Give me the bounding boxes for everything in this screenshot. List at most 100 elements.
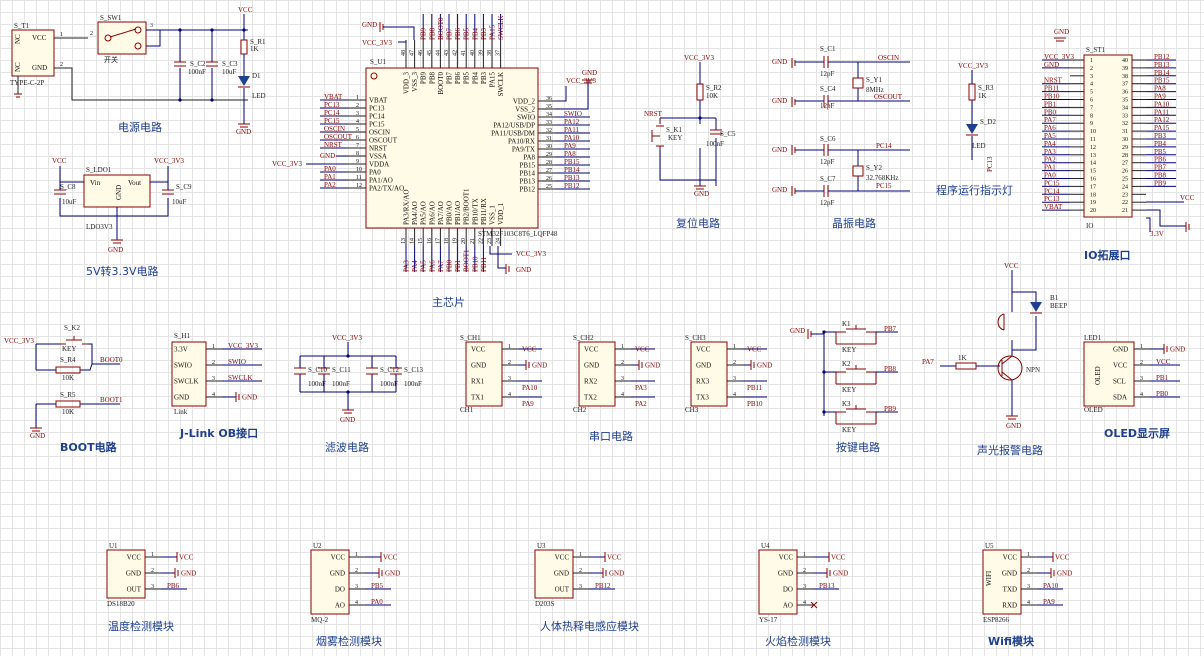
mcu-pin-label: VSS_1 (489, 205, 497, 225)
module-body (106, 549, 146, 599)
c9-designator: S_C9 (176, 183, 192, 191)
net-pc15: PC15 (876, 182, 892, 190)
module-body-label: WIFI (985, 570, 993, 586)
mcu-pin-label: VDDA (369, 161, 389, 169)
mcu-pin-label: PA12/USB/DP (493, 122, 535, 130)
caption-boot: BOOT电路 (60, 440, 118, 454)
module-pin-label: GND (778, 570, 793, 578)
r3-body (968, 83, 976, 101)
io-net-label: NRST (1044, 77, 1063, 85)
io-net-label: GND (1044, 61, 1059, 69)
r5-value: 10K (62, 408, 74, 416)
io-pin-number: 15 (1090, 169, 1096, 175)
mcu-pin-number: 25 (546, 184, 552, 190)
reset-gnd-symbol (694, 185, 706, 190)
jlink-pin-number: 2 (212, 360, 215, 366)
module-net-label: PB12 (595, 582, 611, 590)
mcu-pin-label: PA6/AO (428, 201, 436, 225)
mcu-pin-label: PB8 (428, 72, 436, 85)
filter-cap-value: 100nF (404, 380, 422, 388)
filter-cap-symbol (318, 367, 330, 375)
io-pin-number: 39 (1122, 66, 1128, 72)
power-gnd-symbol (238, 123, 250, 128)
switch-pin-number-3: 3 (150, 23, 153, 29)
uart-net-label: PA3 (635, 384, 647, 392)
io-net-label: PC15 (1044, 179, 1060, 187)
no-connect-mark (810, 601, 818, 609)
mcu-pin-label: PB7 (446, 72, 454, 85)
uart-pin-label: RX2 (584, 378, 598, 386)
mcu-pin-number: 33 (546, 120, 552, 126)
key-button-symbol (835, 405, 877, 425)
mcu-right-power-wires (556, 80, 589, 110)
ldo-vcc-label: VCC (52, 157, 67, 165)
d1-designator: D1 (252, 72, 261, 80)
junction-dot (210, 28, 214, 32)
mcu-net-label: PB11 (480, 256, 488, 272)
r2-body (696, 83, 704, 101)
k1-designator: S_K1 (666, 126, 682, 134)
gnd-symbol (235, 392, 240, 402)
ldo-vout-pin: Vout (128, 179, 141, 187)
mcu-pin-number: 45 (427, 50, 433, 56)
mcu-pin-number: 2 (356, 103, 359, 109)
io-pin-number: 34 (1122, 105, 1128, 111)
module-pin-number: 2 (803, 568, 806, 574)
mcu-pin-label: PB12 (519, 186, 535, 194)
mcu-pin-number: 10 (356, 167, 362, 173)
crystal-gnd-4: GND (772, 186, 787, 194)
uart-pin-number: 1 (508, 344, 511, 350)
gnd-symbol (638, 360, 643, 370)
uart-net-label: VCC (522, 346, 537, 354)
uart-pin-number: 3 (508, 376, 511, 382)
mcu-pin-number: 29 (546, 152, 552, 158)
uart-pin-label: GND (584, 362, 599, 370)
ldo-gnd-label: GND (108, 246, 123, 254)
mcu-pin-number: 41 (461, 50, 467, 56)
caption-temp: 温度检测模块 (108, 619, 174, 633)
c8-designator: S_C8 (60, 183, 76, 191)
switch-contact-1 (104, 34, 112, 42)
mcu-pin-number: 21 (470, 238, 476, 244)
io-net-label: PB11 (1044, 85, 1060, 93)
oled-body-label: OLED (1094, 366, 1102, 385)
mcu-pin-label: PA4/AO (411, 201, 419, 225)
io-net-label: PB6 (1154, 156, 1167, 164)
io-net-label: PA15 (1154, 124, 1170, 132)
module-part: MQ-2 (311, 616, 329, 624)
mcu-bottom-pins: PA3/RX/AO13PA3PA4/AO14PA4PA5/AO15PA5PA6/… (401, 188, 505, 272)
module-pin-number: 3 (355, 584, 358, 590)
uart-pin-number: 2 (621, 360, 624, 366)
uart-body (690, 341, 728, 407)
io-net-label: PB5 (1154, 148, 1167, 156)
module-pin-label: AO (783, 602, 793, 610)
mcu-net-label: PB10 (471, 256, 479, 272)
jlink-net-label: GND (242, 394, 257, 402)
io-pin-number: 35 (1122, 98, 1128, 104)
module-pin-label: DO (783, 586, 793, 594)
mcu-pin-number: 15 (418, 238, 424, 244)
mcu-net-label: PB1 (454, 259, 462, 272)
module-designator: U4 (761, 542, 770, 550)
module-net-label: GND (1057, 570, 1072, 578)
mcu-pin-number: 30 (546, 144, 552, 150)
mcu-pin-label: VSSA (369, 153, 387, 161)
io-net-label: PB13 (1154, 61, 1170, 69)
io-net-label: PC14 (1044, 187, 1060, 195)
junction-dot (178, 98, 182, 102)
mcu-pin-label: PA3/RX/AO (403, 189, 411, 225)
mcu-net-label: VBAT (324, 93, 343, 101)
mcu-pin-label: PC14 (369, 113, 385, 121)
module-designator: U1 (109, 542, 118, 550)
io-pin-number: 22 (1122, 200, 1128, 206)
led-vcc33: VCC_3V3 (958, 62, 988, 70)
mcu-net-label: PA7 (437, 260, 445, 272)
typec-connector (11, 29, 55, 77)
module-pin-number: 3 (803, 584, 806, 590)
boot-gnd-label: GND (30, 432, 45, 440)
io-net-label: PB7 (1154, 164, 1167, 172)
